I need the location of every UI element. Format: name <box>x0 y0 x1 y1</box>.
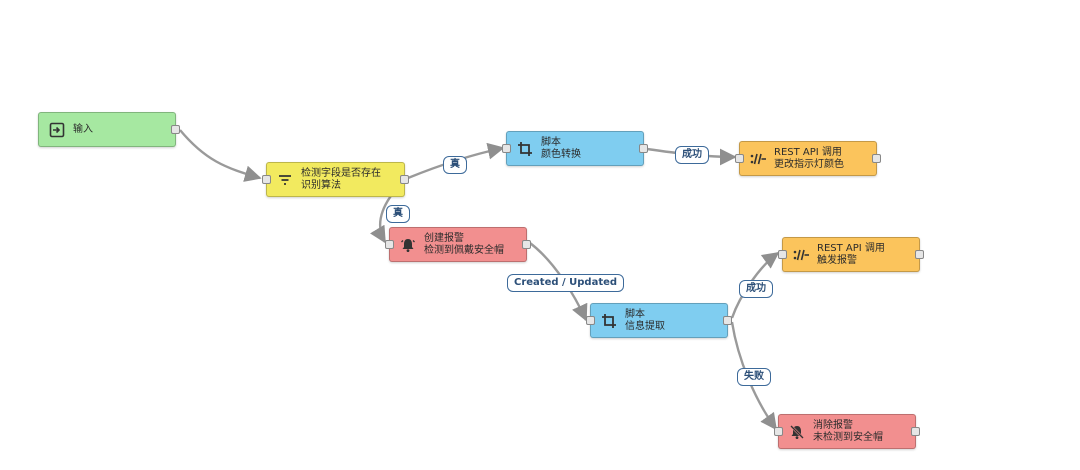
node-rest-change-light-output-port[interactable] <box>872 153 881 163</box>
edge-label-success-rest1[interactable]: 成功 <box>675 146 709 164</box>
node-clear-alarm-name: 未检测到安全帽 <box>813 431 883 443</box>
node-create-alarm-name: 检测到佩戴安全帽 <box>424 244 504 256</box>
node-script-color-name: 颜色转换 <box>541 148 581 160</box>
edge-label-failure[interactable]: 失败 <box>737 368 771 386</box>
node-create-alarm-output-port[interactable] <box>522 239 531 249</box>
node-script-extract[interactable]: 脚本 信息提取 <box>586 303 732 338</box>
edge-input-filter[interactable] <box>179 129 262 182</box>
node-clear-alarm[interactable]: 消除报警 未检测到安全帽 <box>774 414 920 449</box>
node-input-title: 输入 <box>73 123 93 135</box>
node-clear-alarm-input-port[interactable] <box>774 426 783 436</box>
node-rest-change-light-type: REST API 调用 <box>774 146 842 158</box>
node-rest-change-light-input-port[interactable] <box>735 153 744 163</box>
edge-label-success-rest2[interactable]: 成功 <box>739 280 773 298</box>
node-clear-alarm-type: 消除报警 <box>813 419 853 431</box>
rest-api-icon <box>748 149 768 169</box>
node-rest-change-light[interactable]: REST API 调用 更改指示灯颜色 <box>735 141 881 176</box>
node-create-alarm-type: 创建报警 <box>424 232 464 244</box>
node-create-alarm[interactable]: 创建报警 检测到佩戴安全帽 <box>385 227 531 262</box>
node-clear-alarm-output-port[interactable] <box>911 426 920 436</box>
crop-script-icon <box>515 139 535 159</box>
crop-script-icon <box>599 311 619 331</box>
node-script-extract-input-port[interactable] <box>586 315 595 325</box>
node-script-color-input-port[interactable] <box>502 143 511 153</box>
node-script-extract-output-port[interactable] <box>723 315 732 325</box>
rest-api-icon <box>791 245 811 265</box>
filter-icon <box>275 170 295 190</box>
node-check-fields-type: 检测字段是否存在 <box>301 167 381 179</box>
node-rest-change-light-name: 更改指示灯颜色 <box>774 158 844 170</box>
node-rest-trigger-alarm-type: REST API 调用 <box>817 242 885 254</box>
node-input-output-port[interactable] <box>171 124 180 134</box>
edge-label-true-alarm[interactable]: 真 <box>386 205 410 223</box>
node-script-extract-type: 脚本 <box>625 308 645 320</box>
node-check-fields-output-port[interactable] <box>400 174 409 184</box>
node-rest-trigger-alarm-output-port[interactable] <box>915 249 924 259</box>
node-script-extract-name: 信息提取 <box>625 320 665 332</box>
input-icon <box>47 120 67 140</box>
node-input[interactable]: 输入 <box>38 112 180 147</box>
node-script-color-output-port[interactable] <box>639 143 648 153</box>
node-create-alarm-input-port[interactable] <box>385 239 394 249</box>
node-script-color-type: 脚本 <box>541 136 561 148</box>
node-check-fields[interactable]: 检测字段是否存在 识别算法 <box>262 162 409 197</box>
bell-icon <box>398 235 418 255</box>
edge-label-true-script[interactable]: 真 <box>443 156 467 174</box>
node-rest-trigger-alarm-name: 触发报警 <box>817 254 857 266</box>
bell-off-icon <box>787 422 807 442</box>
node-script-color[interactable]: 脚本 颜色转换 <box>502 131 648 166</box>
node-check-fields-name: 识别算法 <box>301 179 341 191</box>
edge-label-created-updated[interactable]: Created / Updated <box>507 274 625 292</box>
node-rest-trigger-alarm-input-port[interactable] <box>778 249 787 259</box>
node-check-fields-input-port[interactable] <box>262 174 271 184</box>
node-rest-trigger-alarm[interactable]: REST API 调用 触发报警 <box>778 237 924 272</box>
